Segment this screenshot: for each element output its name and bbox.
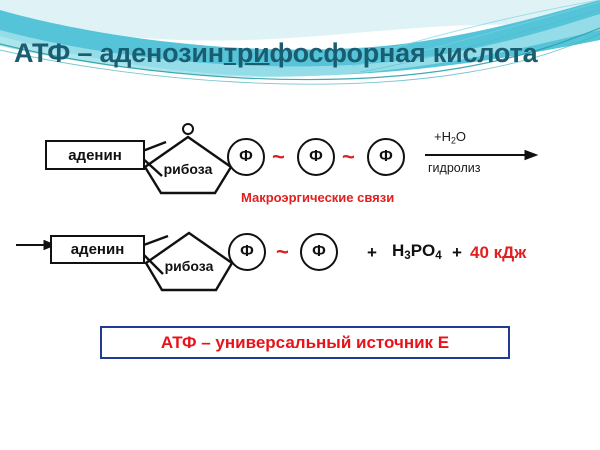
row1-adenine-label: аденин	[68, 146, 122, 164]
title-part-2: фосфорная кислота	[269, 38, 538, 68]
row2-phosphate-2: Ф	[300, 233, 338, 271]
h3po4-sub-h: 3	[404, 250, 411, 263]
row1-macroergic-bond-1: ~	[272, 146, 285, 168]
row1-oxygen-circle-icon	[182, 123, 194, 135]
row2-ribose-pentagon: рибоза	[144, 230, 234, 292]
row2-macroergic-bond: ~	[276, 241, 289, 263]
row2-adenine-ribose-bond	[141, 234, 169, 275]
row2-phosphate-1: Ф	[228, 233, 266, 271]
page-title: АТФ – аденозинтрифосфорная кислота	[14, 36, 574, 71]
macroergic-bonds-label: Макроэргические связи	[241, 190, 395, 205]
row1-ribose-label: рибоза	[163, 161, 213, 177]
conclusion-box: АТФ – универсальный источник Е	[100, 326, 510, 359]
h2o-subscript: 2	[450, 135, 456, 146]
row2-adenine-box: аденин	[50, 235, 145, 264]
row1-phosphate-2: Ф	[297, 138, 335, 176]
row1-ribose-pentagon: рибоза	[143, 133, 233, 195]
row1-phosphate-1-label: Ф	[239, 148, 253, 165]
row2-phosphate-1-label: Ф	[240, 243, 254, 260]
row2-phosphoric-acid: H3PO4	[392, 241, 442, 263]
row1-phosphate-3: Ф	[367, 138, 405, 176]
row1-bond-1-symbol: ~	[272, 144, 285, 169]
row2-plus-sign-2: +	[452, 243, 462, 262]
row2-phosphate-2-label: Ф	[312, 243, 326, 260]
conclusion-text: АТФ – универсальный источник Е	[160, 332, 450, 352]
row1-phosphate-1: Ф	[227, 138, 265, 176]
row1-reaction-condition: гидролиз	[428, 161, 481, 175]
row1-hydrolysis-arrow	[425, 150, 539, 161]
title-underlined-part: три	[223, 38, 270, 68]
row2-adenine-label: аденин	[70, 241, 125, 258]
row2-incoming-arrow	[16, 240, 56, 251]
row1-reaction-reagent: +H2O	[434, 129, 467, 146]
row2-ribose-label: рибоза	[164, 258, 214, 274]
row2-bond-symbol: ~	[276, 239, 289, 264]
h3po4-sub-o: 4	[435, 250, 442, 263]
row2-energy-released: 40 кДж	[470, 243, 527, 262]
row1-phosphate-3-label: Ф	[379, 148, 393, 165]
row1-macroergic-bond-2: ~	[342, 146, 355, 168]
row1-phosphate-2-label: Ф	[309, 148, 323, 165]
row1-bond-2-symbol: ~	[342, 144, 355, 169]
row2-plus-sign-1: +	[367, 243, 377, 262]
row1-adenine-box: аденин	[45, 140, 145, 170]
title-part-1: АТФ – аденозин	[14, 38, 224, 68]
